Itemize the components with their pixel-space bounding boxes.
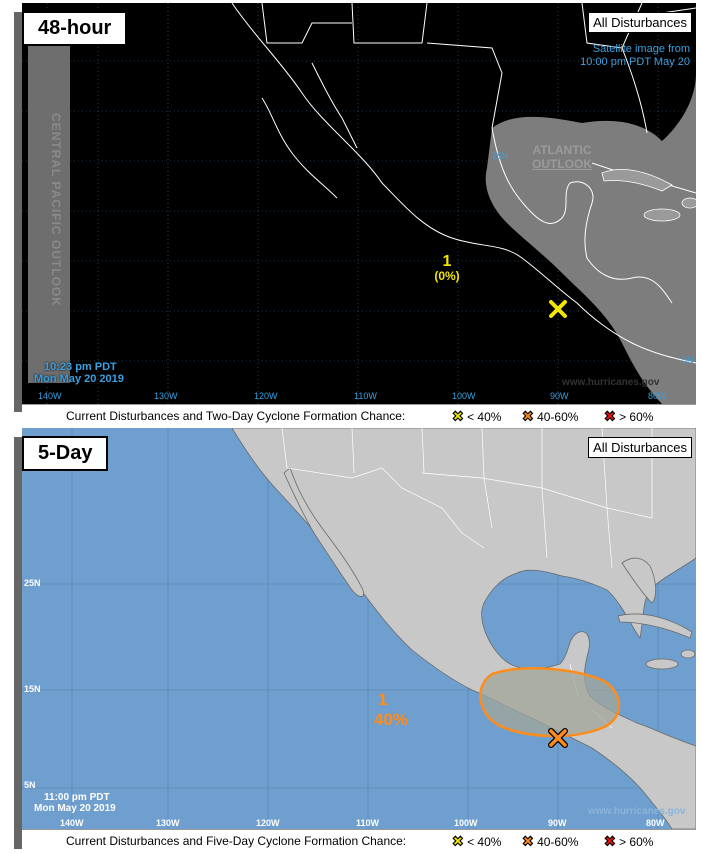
disturbance-x-marker[interactable]: [547, 727, 569, 749]
two-day-satellite-map[interactable]: CENTRAL PACIFIC OUTLOOK ATLANTIC OUTLOOK…: [22, 3, 696, 404]
all-disturbances-button[interactable]: All Disturbances: [588, 437, 692, 458]
lon-label: 110W: [356, 818, 380, 828]
disturbance-number: 1: [378, 690, 388, 709]
legend-high-label: > 60%: [619, 410, 654, 424]
two-day-outlook-panel: CENTRAL PACIFIC OUTLOOK ATLANTIC OUTLOOK…: [22, 3, 696, 427]
map-timestamp: 10:23 pm PDT Mon May 20 2019: [34, 361, 124, 385]
lon-label: 120W: [254, 391, 278, 401]
red-x-icon: ✖: [604, 408, 616, 425]
disturbance-label[interactable]: 1 (0%): [417, 253, 477, 284]
yellow-x-icon: ✖: [452, 833, 464, 850]
yellow-x-icon: ✖: [452, 408, 464, 425]
lat-label-25n: 25N: [492, 151, 509, 161]
disturbance-number: 1: [442, 253, 452, 270]
timestamp-line2: Mon May 20 2019: [34, 803, 116, 814]
legend-low-label: < 40%: [467, 410, 502, 424]
legend-bar: Current Disturbances and Two-Day Cyclone…: [22, 404, 696, 427]
satellite-image-time: Satellite image from 10:00 pm PDT May 20: [580, 43, 690, 69]
atlantic-outlook-line1: ATLANTIC: [532, 143, 592, 157]
legend-key-low: ✖ < 40%: [452, 405, 502, 428]
disturbance-label[interactable]: 1 40%: [374, 690, 408, 730]
atlantic-outlook-label[interactable]: ATLANTIC OUTLOOK: [532, 143, 592, 171]
five-day-map[interactable]: 25N 15N 5N 11:00 pm PDT Mon May 20 2019 …: [22, 428, 696, 829]
legend-high-label: > 60%: [619, 835, 654, 849]
timestamp-line1: 10:23 pm PDT: [44, 361, 117, 373]
lon-label: 140W: [60, 818, 84, 828]
satellite-line2: 10:00 pm PDT May 20: [580, 56, 690, 68]
legend-key-high: ✖ > 60%: [604, 405, 654, 428]
legend-mid-label: 40-60%: [537, 835, 579, 849]
all-disturbances-button[interactable]: All Disturbances: [588, 12, 692, 33]
lat-label-15n: 15N: [24, 684, 41, 694]
disturbance-chance: 40%: [374, 710, 409, 729]
lon-label: 80W: [646, 818, 665, 828]
legend-bar: Current Disturbances and Five-Day Cyclon…: [22, 829, 696, 852]
legend-key-mid: ✖ 40-60%: [522, 830, 579, 853]
legend-key-low: ✖ < 40%: [452, 830, 502, 853]
central-pacific-outlook-label[interactable]: CENTRAL PACIFIC OUTLOOK: [49, 113, 63, 307]
lon-label: 130W: [156, 818, 180, 828]
orange-x-icon: ✖: [522, 408, 534, 425]
lon-label: 120W: [256, 818, 280, 828]
lon-label: 130W: [154, 391, 178, 401]
legend-key-high: ✖ > 60%: [604, 830, 654, 853]
legend-key-mid: ✖ 40-60%: [522, 405, 579, 428]
lon-label: 80W: [648, 391, 667, 401]
lon-label: 100W: [454, 818, 478, 828]
lon-label: 90W: [548, 818, 567, 828]
lat-label-25n: 25N: [24, 578, 41, 588]
red-x-icon: ✖: [604, 833, 616, 850]
timestamp-line2: Mon May 20 2019: [34, 373, 124, 385]
timestamp-line1: 11:00 pm PDT: [44, 792, 110, 803]
lon-label: 110W: [354, 391, 377, 401]
lat-label-5n: 5N: [682, 355, 694, 365]
watermark: www.hurricanes.gov: [588, 806, 686, 817]
lon-label: 90W: [550, 391, 569, 401]
satellite-line1: Satellite image from: [592, 43, 690, 55]
watermark: www.hurricanes.gov: [562, 377, 660, 388]
legend-text: Current Disturbances and Five-Day Cyclon…: [66, 834, 407, 848]
lon-label: 140W: [38, 391, 62, 401]
map-timestamp: 11:00 pm PDT Mon May 20 2019: [34, 792, 116, 814]
panel-title: 48-hour: [22, 11, 128, 46]
legend-text: Current Disturbances and Two-Day Cyclone…: [66, 409, 406, 423]
legend-low-label: < 40%: [467, 835, 502, 849]
panel-title: 5-Day: [22, 436, 109, 471]
orange-x-icon: ✖: [522, 833, 534, 850]
disturbance-chance: (0%): [434, 269, 460, 283]
lat-label-5n: 5N: [24, 780, 36, 790]
disturbance-x-marker[interactable]: [548, 299, 568, 319]
atlantic-outlook-line2: OUTLOOK: [532, 157, 592, 171]
lon-label: 100W: [452, 391, 476, 401]
legend-mid-label: 40-60%: [537, 410, 579, 424]
five-day-outlook-panel: 25N 15N 5N 11:00 pm PDT Mon May 20 2019 …: [22, 428, 696, 852]
